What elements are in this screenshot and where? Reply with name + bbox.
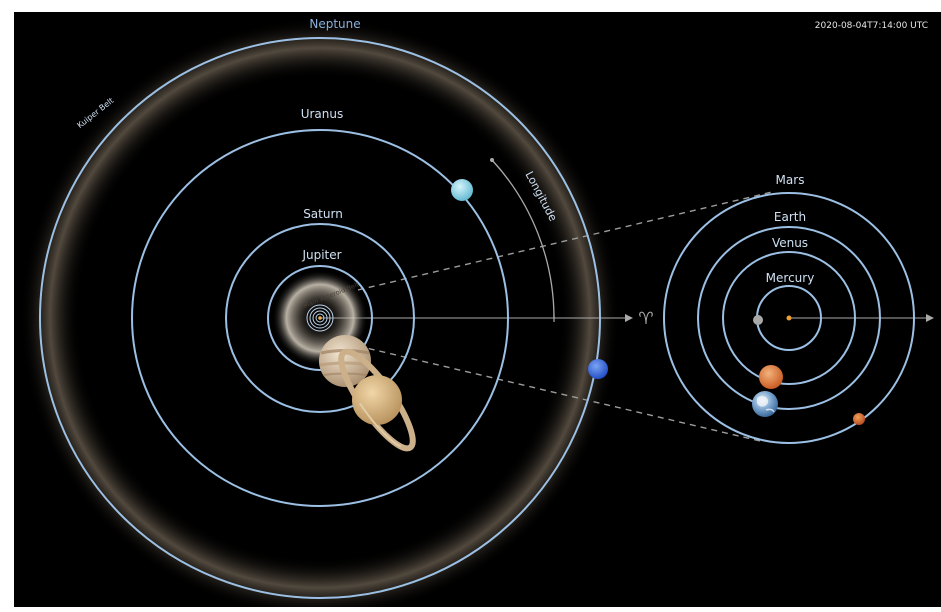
reference-axis-inner-arrow [926,314,934,322]
mars-orbit [663,192,915,444]
mini-earth-orbit [309,307,331,329]
saturn-planet-icon [338,348,416,452]
reference-axis-outer-arrow [625,314,633,322]
sun-icon [786,315,792,321]
mini-sun-icon [318,316,322,320]
mini-mars-orbit [306,304,334,332]
connector-line-upper [357,191,773,291]
uranus-label: Uranus [301,107,344,121]
neptune-label: Neptune [309,17,360,31]
saturn-label: Saturn [303,207,343,221]
ram-symbol-icon: ♈ [638,309,653,329]
mini-venus-orbit [312,310,328,326]
mini-mercury-orbit [315,313,325,323]
venus-label: Venus [772,236,808,250]
neptune-planet-icon [588,359,608,379]
earth-planet-icon [752,391,778,417]
longitude-arc-start [490,158,494,162]
jupiter-label: Jupiter [301,248,341,262]
jupiter-orbit [267,265,373,371]
diagram-canvas: 2020-08-04T7:14:00 UTC ♈ Longitude Main … [20,17,934,607]
connector-line-lower [357,345,761,442]
uranus-planet-icon [451,179,473,201]
venus-orbit [722,251,856,385]
mars-planet-icon [853,413,865,425]
venus-planet-icon [759,365,783,389]
mercury-planet-icon [753,315,763,325]
timestamp: 2020-08-04T7:14:00 UTC [815,21,928,31]
mercury-label: Mercury [766,271,815,285]
earth-orbit [697,226,881,410]
longitude-arc [491,159,555,319]
saturn-orbit [225,223,415,413]
jupiter-planet-icon [319,335,371,387]
neptune-orbit [39,37,601,599]
mars-label: Mars [776,173,805,187]
solar-system-diagram: 2020-08-04T7:14:00 UTC ♈ Longitude Main … [14,12,941,607]
earth-label: Earth [774,210,806,224]
uranus-orbit [131,129,509,507]
